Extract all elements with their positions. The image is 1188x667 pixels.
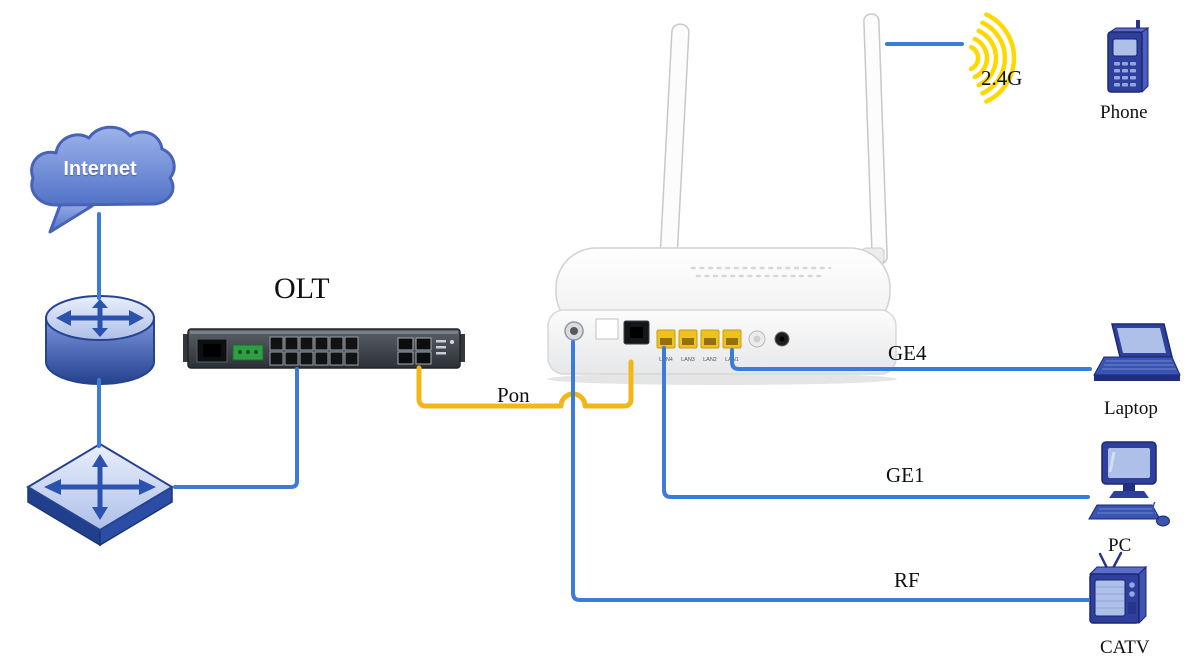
onu-power-button	[748, 330, 766, 348]
onu-lan-port-3	[678, 329, 698, 349]
phone-label: Phone	[1100, 102, 1148, 123]
olt-status-marks	[436, 340, 454, 355]
catv-label: CATV	[1100, 637, 1150, 658]
switch-icon	[26, 442, 174, 547]
cloud-body	[30, 125, 176, 207]
phone-keypad	[1114, 62, 1136, 87]
onu-pon-port	[623, 320, 650, 345]
onu-device: LAN4 LAN3 LAN2 LAN1	[547, 13, 897, 385]
phone-icon	[1107, 20, 1150, 94]
onu-lan-port-4	[656, 329, 676, 349]
laptop-icon	[1093, 323, 1181, 381]
onu-dc-jack	[774, 331, 790, 347]
internet-label: Internet	[63, 158, 137, 180]
olt-label: OLT	[274, 272, 330, 305]
onu-lan2-label: LAN2	[703, 357, 717, 363]
pon-link-label: Pon	[497, 383, 530, 407]
pc-icon	[1088, 441, 1170, 527]
olt-sfp-ports	[269, 336, 359, 366]
link-ge1	[662, 346, 1090, 499]
link-rf	[571, 340, 1090, 602]
olt-power-inlet	[196, 338, 228, 363]
wifi-signal-icon	[968, 12, 1017, 104]
onu-lan-port-1	[722, 329, 742, 349]
onu-antenna-left	[659, 23, 690, 265]
onu-rf-coax-port	[564, 321, 584, 341]
router-icon	[45, 295, 155, 385]
internet-cloud-icon	[30, 125, 176, 234]
ge4-link-label: GE4	[888, 341, 927, 365]
onu-antenna-right	[863, 13, 888, 265]
olt-device	[183, 328, 465, 369]
rf-link-label: RF	[894, 568, 920, 592]
link-switch-olt	[173, 367, 299, 489]
link-ge4	[730, 348, 1092, 371]
catv-icon	[1088, 551, 1148, 625]
onu-lan3-label: LAN3	[681, 357, 695, 363]
wifi-24g-label: 2.4G	[981, 66, 1023, 90]
switch-arrows-icon	[44, 454, 156, 520]
olt-rj45-ports	[397, 337, 432, 365]
router-arrows-icon	[56, 299, 144, 337]
laptop-label: Laptop	[1104, 398, 1158, 419]
onu-lan-port-2	[700, 329, 720, 349]
ge1-link-label: GE1	[886, 463, 925, 487]
olt-terminal-block	[232, 344, 264, 361]
pc-label: PC	[1108, 535, 1132, 556]
onu-reset-area	[595, 318, 619, 340]
